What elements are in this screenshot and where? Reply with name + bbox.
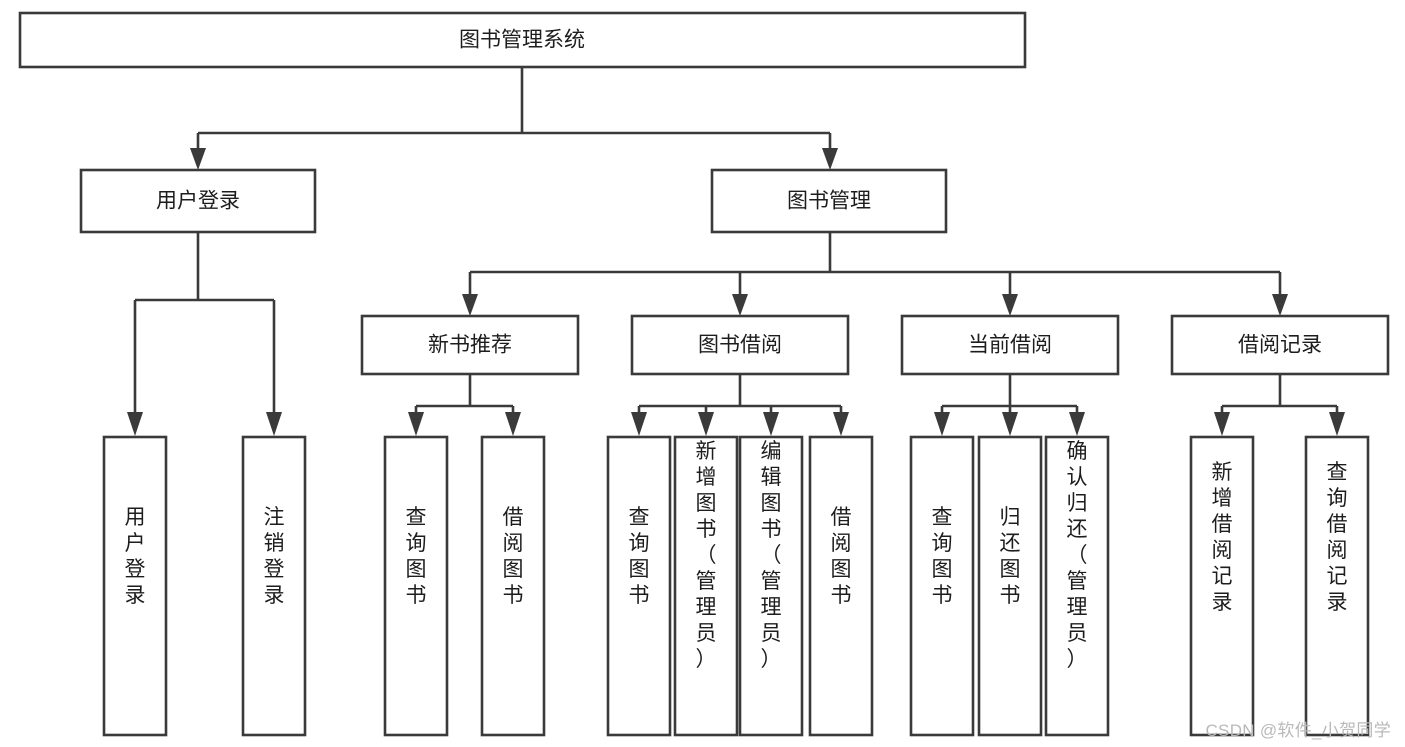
arrowhead-current bbox=[1002, 294, 1018, 316]
leaf-node-return-book[interactable]: 归还图书 bbox=[977, 435, 1043, 737]
node-book-management-label: 图书管理 bbox=[787, 190, 871, 213]
leaf-node-add-borrow-record-label: 新增借阅记录 bbox=[1212, 461, 1233, 614]
arrowhead-leaf-return-book bbox=[1002, 412, 1018, 436]
leaf-node-add-borrow-record-box bbox=[1189, 435, 1255, 737]
node-book-management[interactable]: 图书管理 bbox=[710, 168, 948, 234]
leaf-node-user-login[interactable]: 用户登录 bbox=[102, 435, 168, 737]
leaf-node-query-book-current[interactable]: 查询图书 bbox=[909, 435, 975, 737]
node-new-book-recommend[interactable]: 新书推荐 bbox=[360, 314, 580, 376]
node-book-borrow-box bbox=[630, 314, 850, 376]
leaf-node-confirm-return-admin-label: 确认归还（管理员） bbox=[1067, 440, 1088, 671]
leaf-node-query-book-borrow-box bbox=[606, 435, 672, 737]
arrowhead-leaf-query-record bbox=[1329, 412, 1345, 436]
leaf-node-add-book-admin-box bbox=[673, 435, 739, 737]
node-root-label: 图书管理系统 bbox=[459, 29, 585, 52]
arrowhead-leaf-logout bbox=[266, 412, 282, 436]
leaf-node-borrow-book-borrow[interactable]: 借阅图书 bbox=[808, 435, 874, 737]
leaf-node-query-book-newbook[interactable]: 查询图书 bbox=[383, 435, 449, 737]
arrowhead-leaf-query-book-1 bbox=[408, 412, 424, 436]
node-book-borrow[interactable]: 图书借阅 bbox=[630, 314, 850, 376]
leaf-node-return-book-label: 归还图书 bbox=[1000, 506, 1021, 607]
connector-layer bbox=[127, 67, 1345, 436]
leaf-node-logout-label: 注销登录 bbox=[264, 506, 285, 607]
leaf-node-user-login-label: 用户登录 bbox=[125, 506, 146, 607]
node-current-borrow[interactable]: 当前借阅 bbox=[900, 314, 1120, 376]
leaf-node-query-borrow-record[interactable]: 查询借阅记录 bbox=[1304, 435, 1370, 737]
node-borrow-record[interactable]: 借阅记录 bbox=[1170, 314, 1390, 376]
arrowhead-leaf-user-login bbox=[127, 412, 143, 436]
arrowhead-user-login bbox=[190, 148, 206, 170]
arrowhead-leaf-borrow-book-2 bbox=[833, 412, 849, 436]
arrowhead-leaf-query-book-3 bbox=[934, 412, 950, 436]
leaf-node-query-borrow-record-label: 查询借阅记录 bbox=[1327, 461, 1348, 614]
node-borrow-record-box bbox=[1170, 314, 1390, 376]
leaf-node-query-borrow-record-box bbox=[1304, 435, 1370, 737]
leaf-node-logout[interactable]: 注销登录 bbox=[241, 435, 307, 737]
leaf-node-edit-book-admin-box bbox=[738, 435, 804, 737]
node-root-book-management-system[interactable]: 图书管理系统 bbox=[18, 11, 1027, 69]
leaf-node-borrow-book-newbook[interactable]: 借阅图书 bbox=[480, 435, 546, 737]
leaf-node-confirm-return-admin[interactable]: 确认归还（管理员） bbox=[1044, 435, 1110, 737]
node-book-management-box bbox=[710, 168, 948, 234]
leaf-node-query-book-borrow[interactable]: 查询图书 bbox=[606, 435, 672, 737]
leaf-node-add-book-admin[interactable]: 新增图书（管理员） bbox=[673, 435, 739, 737]
leaf-node-query-book-newbook-box bbox=[383, 435, 449, 737]
node-book-borrow-label: 图书借阅 bbox=[698, 334, 782, 357]
leaf-node-edit-book-admin-label: 编辑图书（管理员） bbox=[761, 440, 782, 671]
leaf-node-borrow-book-borrow-box bbox=[808, 435, 874, 737]
leaf-node-add-book-admin-label: 新增图书（管理员） bbox=[696, 440, 717, 671]
leaf-node-query-book-newbook-label: 查询图书 bbox=[406, 506, 427, 607]
arrowhead-book-mgmt bbox=[822, 148, 838, 170]
node-user-login-label: 用户登录 bbox=[156, 190, 240, 213]
arrowhead-leaf-confirm-return bbox=[1069, 412, 1085, 436]
leaf-node-query-book-current-box bbox=[909, 435, 975, 737]
node-current-borrow-label: 当前借阅 bbox=[968, 334, 1052, 357]
arrowhead-leaf-add-record bbox=[1214, 412, 1230, 436]
node-root-box bbox=[18, 11, 1027, 69]
leaf-node-return-book-box bbox=[977, 435, 1043, 737]
node-new-book-recommend-box bbox=[360, 314, 580, 376]
arrowhead-leaf-borrow-book-1 bbox=[505, 412, 521, 436]
leaf-node-query-book-borrow-label: 查询图书 bbox=[629, 506, 650, 607]
leaf-node-confirm-return-admin-box bbox=[1044, 435, 1110, 737]
leaf-node-add-borrow-record[interactable]: 新增借阅记录 bbox=[1189, 435, 1255, 737]
arrowhead-borrow bbox=[732, 294, 748, 316]
node-borrow-record-label: 借阅记录 bbox=[1238, 334, 1322, 357]
arrowhead-leaf-edit-book bbox=[763, 412, 779, 436]
leaf-node-query-book-current-label: 查询图书 bbox=[932, 506, 953, 607]
leaf-node-borrow-book-newbook-label: 借阅图书 bbox=[503, 506, 524, 607]
leaf-node-borrow-book-borrow-label: 借阅图书 bbox=[831, 506, 852, 607]
leaf-node-borrow-book-newbook-box bbox=[480, 435, 546, 737]
node-user-login-box bbox=[79, 168, 317, 234]
arrowhead-newbook bbox=[462, 294, 478, 316]
arrowhead-leaf-add-book bbox=[698, 412, 714, 436]
leaf-node-user-login-box bbox=[102, 435, 168, 737]
node-new-book-recommend-label: 新书推荐 bbox=[428, 334, 512, 357]
arrowhead-record bbox=[1272, 294, 1288, 316]
leaf-node-edit-book-admin[interactable]: 编辑图书（管理员） bbox=[738, 435, 804, 737]
node-user-login[interactable]: 用户登录 bbox=[79, 168, 317, 234]
arrowhead-leaf-query-book-2 bbox=[631, 412, 647, 436]
node-current-borrow-box bbox=[900, 314, 1120, 376]
leaf-node-logout-box bbox=[241, 435, 307, 737]
